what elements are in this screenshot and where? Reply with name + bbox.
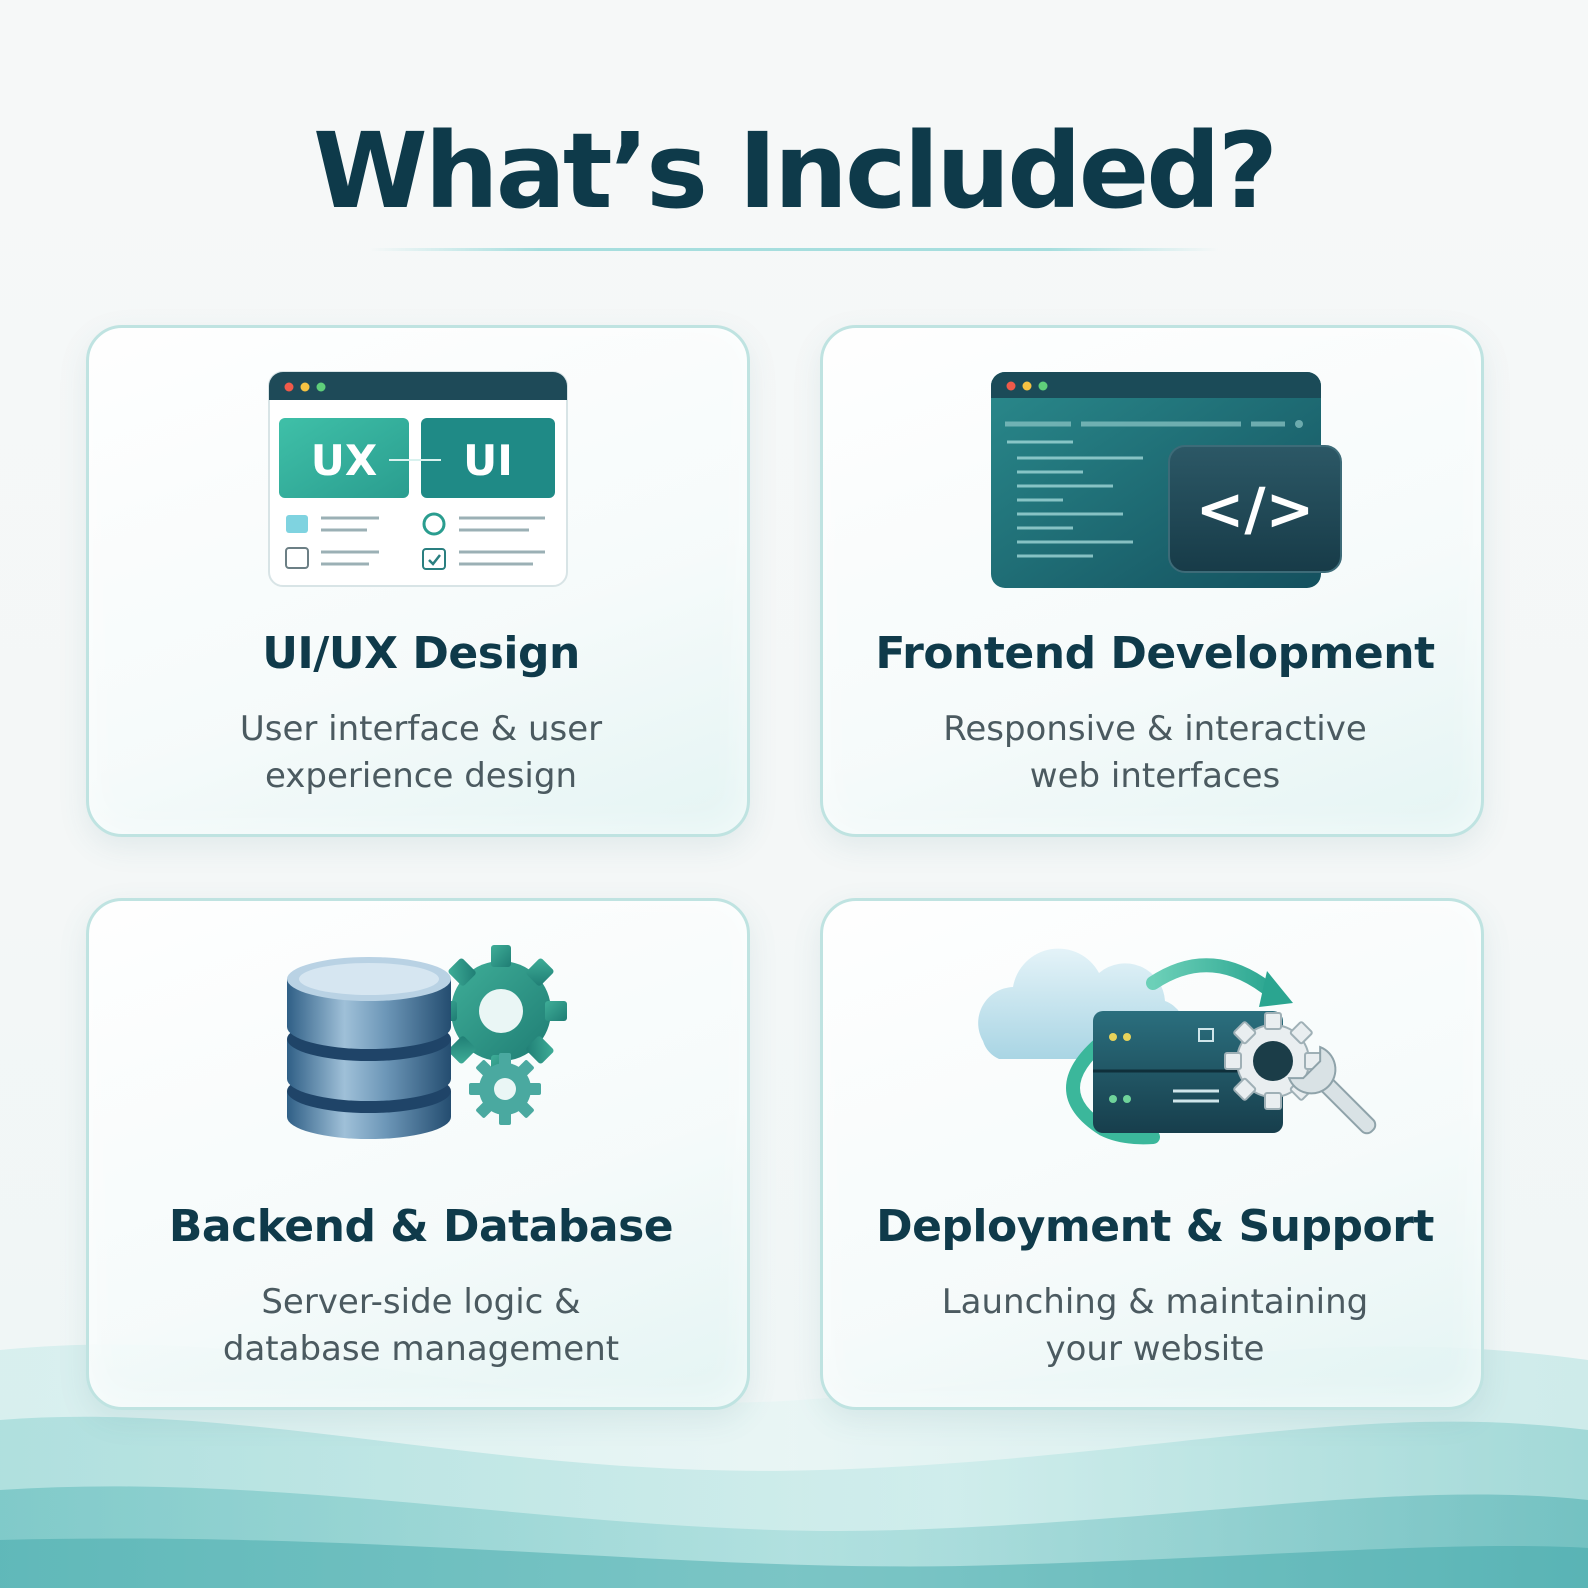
card-description: Launching & maintaining your website <box>863 1279 1447 1373</box>
description-line: your website <box>1045 1329 1265 1369</box>
card-backend-database: Backend & Database Server-side logic & d… <box>86 898 750 1410</box>
description-line: User interface & user <box>239 709 603 749</box>
browser-ux-ui-icon: UX UI <box>268 371 568 587</box>
description-line: Server-side logic & <box>261 1282 581 1322</box>
description-line: Launching & maintaining <box>941 1282 1369 1322</box>
database-gears-icon <box>287 945 567 1139</box>
ux-label: UX <box>311 436 378 485</box>
code-brackets-label: </> <box>1196 475 1314 543</box>
description-line: Responsive & interactive <box>943 709 1367 749</box>
page-title: What’s Included? <box>312 110 1278 232</box>
card-description: Server-side logic & database management <box>129 1279 713 1373</box>
card-title: Frontend Development <box>875 628 1435 679</box>
description-line: database management <box>222 1329 620 1369</box>
code-editor-icon: </> <box>991 372 1342 588</box>
card-description: User interface & user experience design <box>129 706 713 800</box>
card-frontend-development: </> Frontend Development Responsive & in… <box>820 325 1484 837</box>
card-description: Responsive & interactive web interfaces <box>863 706 1447 800</box>
card-title: UI/UX Design <box>262 628 580 679</box>
card-uiux-design: UX UI UI/UX Design User interface & user… <box>86 325 750 837</box>
card-title: Backend & Database <box>168 1201 674 1252</box>
card-title: Deployment & Support <box>876 1201 1434 1252</box>
description-line: experience design <box>264 756 578 796</box>
ui-label: UI <box>463 436 513 485</box>
title-divider <box>370 248 1218 251</box>
description-line: web interfaces <box>1029 756 1281 796</box>
cloud-server-wrench-icon <box>978 948 1377 1145</box>
card-deployment-support: Deployment & Support Launching & maintai… <box>820 898 1484 1410</box>
